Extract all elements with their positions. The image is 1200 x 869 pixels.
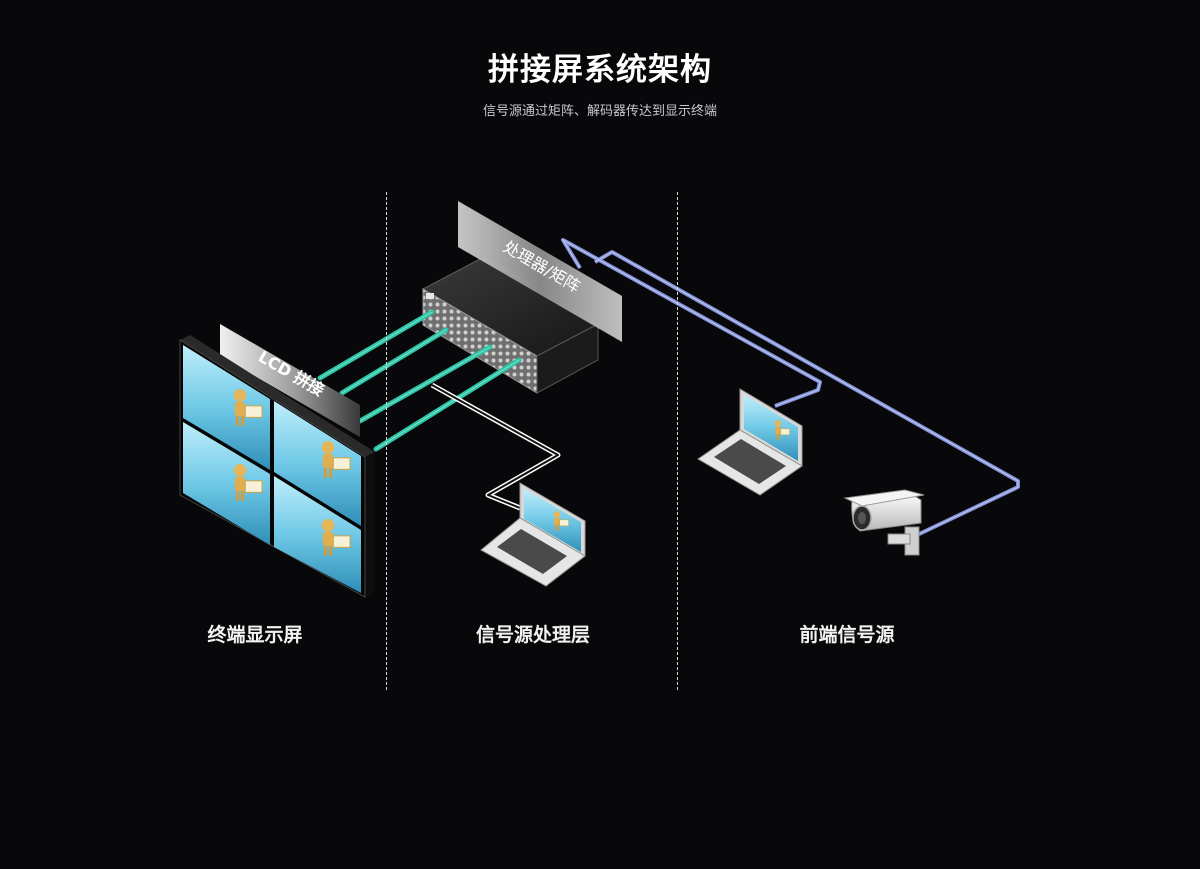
laptop-icon-middle (480, 482, 586, 587)
laptop-icon-right (697, 388, 803, 496)
column-label-display: 终端显示屏 (207, 624, 303, 646)
lcd-video-wall-icon (179, 335, 375, 598)
cctv-camera-icon (843, 489, 925, 556)
column-label-processing: 信号源处理层 (475, 624, 590, 646)
page-subtitle: 信号源通过矩阵、解码器传达到显示终端 (482, 104, 717, 119)
column-divider-right (677, 192, 678, 690)
network-cables (561, 238, 1020, 538)
column-label-source: 前端信号源 (799, 624, 895, 646)
laptop-cable (430, 382, 561, 511)
column-divider-left (386, 192, 387, 690)
page-title: 拼接屏系统架构 (488, 52, 712, 88)
